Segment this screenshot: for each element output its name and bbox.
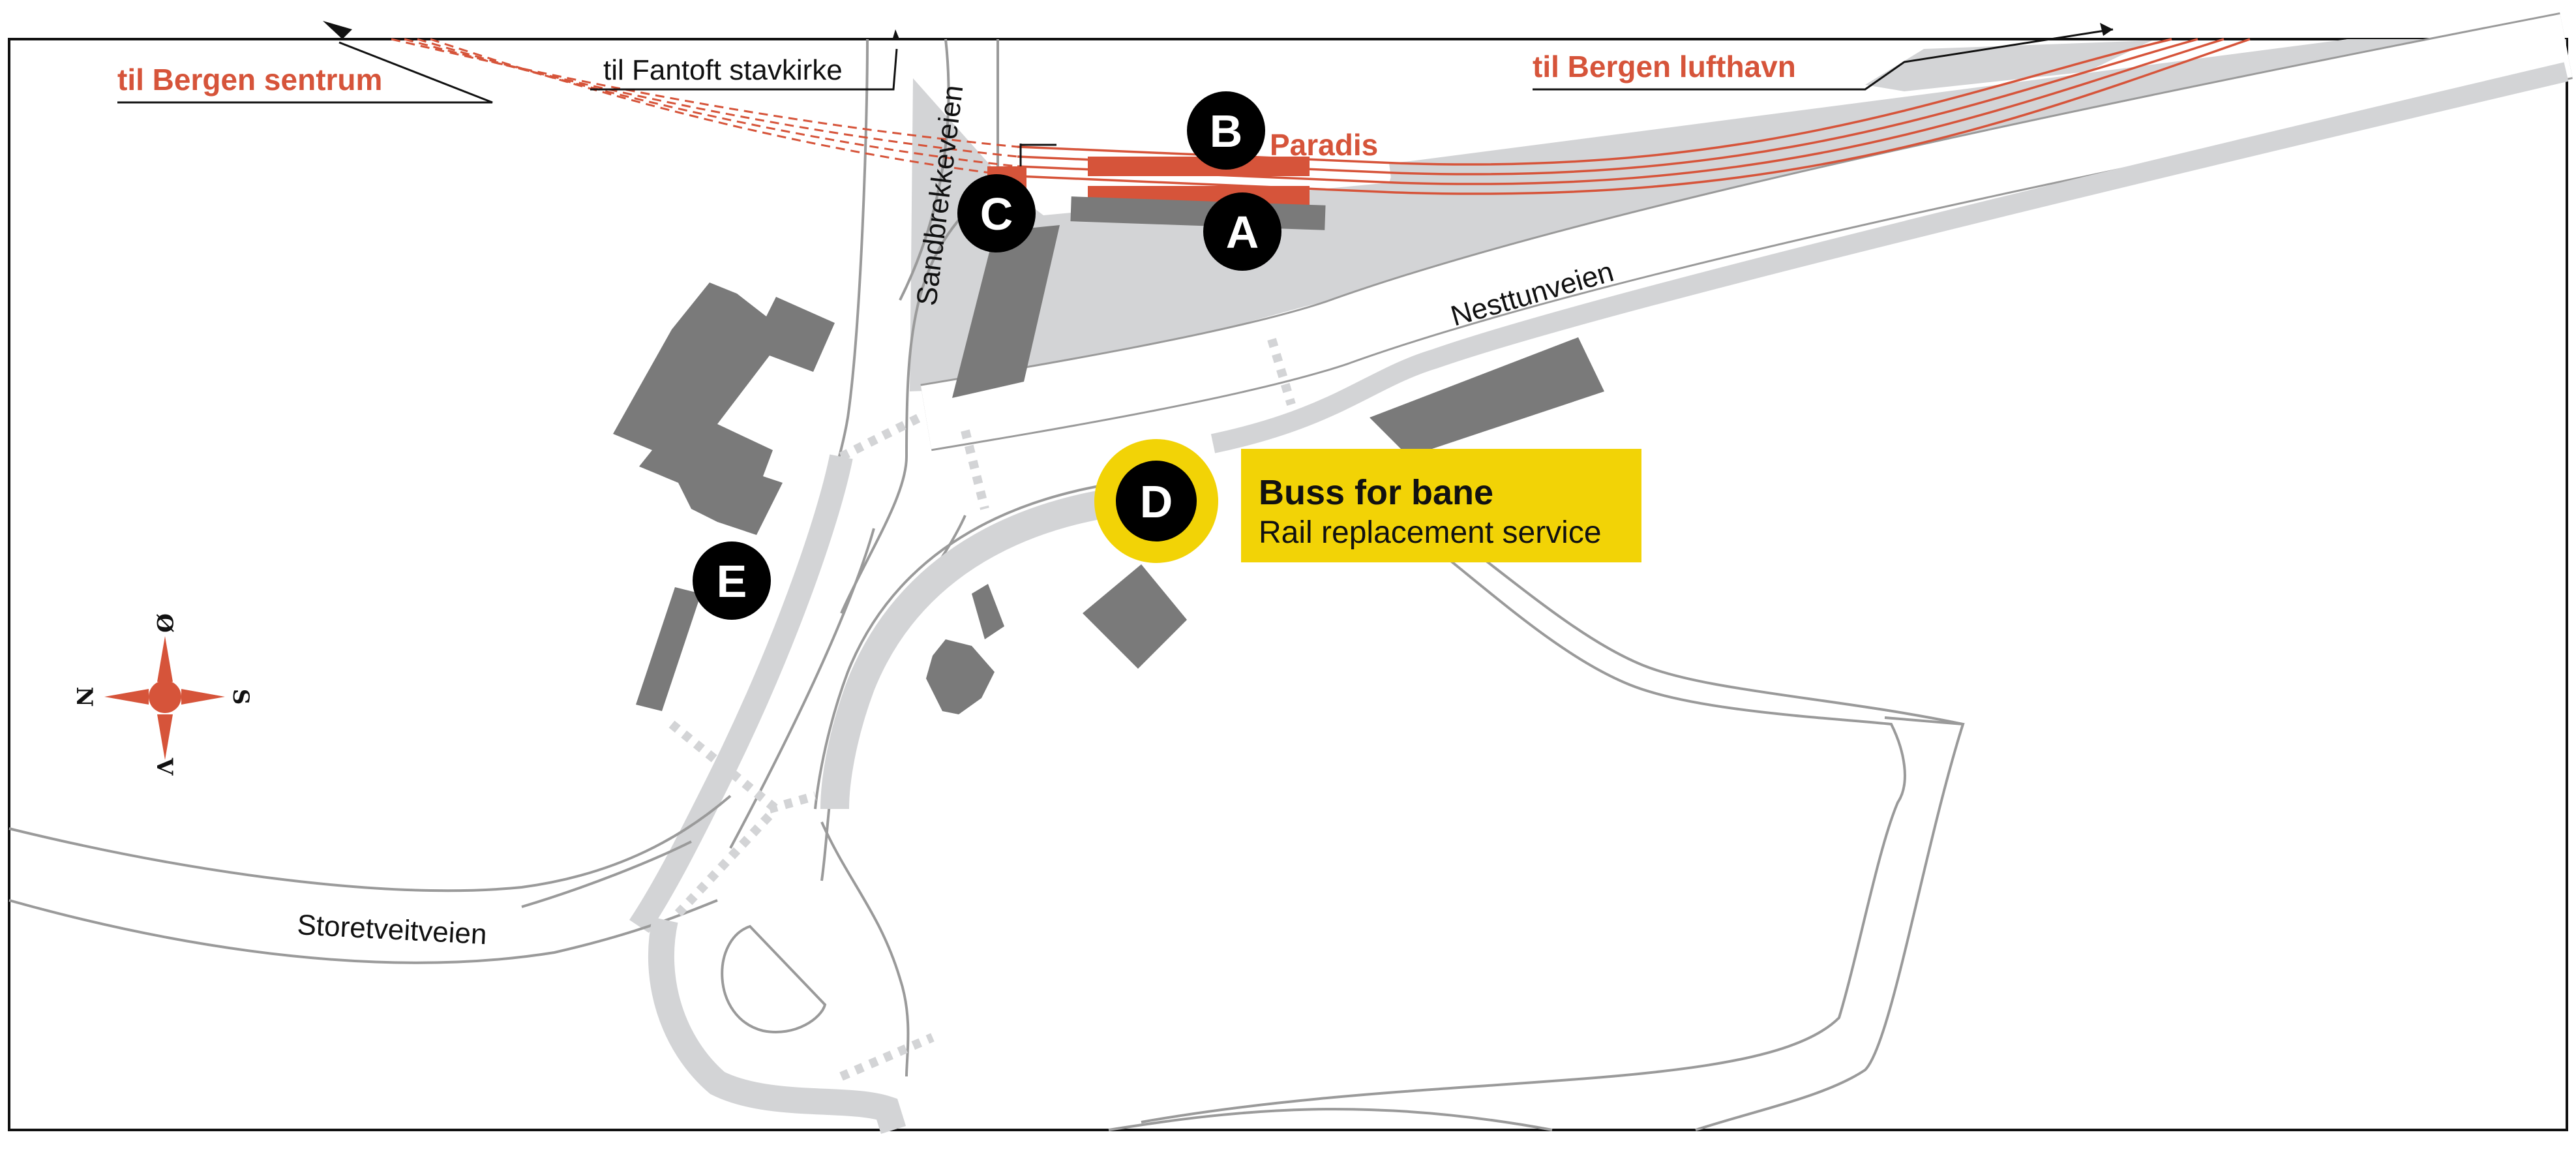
stop-e[interactable]: E	[693, 541, 771, 620]
bottom-road-right	[1695, 716, 1965, 1131]
sandbrekkeveien-road-edge	[840, 39, 999, 614]
rail-lines-dashed	[391, 38, 1018, 177]
building-small-1	[972, 584, 1004, 639]
compass-arrow-left-icon	[104, 689, 149, 705]
roundabout	[721, 924, 827, 1033]
east-road-loop-inner	[1433, 521, 1964, 725]
bus-replacement-subtitle: Rail replacement service	[1259, 515, 1602, 550]
platform-b	[1088, 157, 1310, 176]
stop-b[interactable]: B	[1187, 91, 1265, 170]
stop-a-letter: A	[1226, 207, 1259, 258]
label-pointers	[117, 28, 2114, 104]
lower-road-loop	[648, 917, 906, 1134]
nesttunveien-road-fill	[920, 14, 2573, 449]
stop-d-marker	[1116, 461, 1197, 541]
stop-b-marker	[1187, 91, 1265, 170]
to-church-label: til Fantoft stavkirke	[603, 54, 843, 86]
crosswalks	[668, 337, 1296, 1081]
stop-d-letter: D	[1140, 476, 1173, 527]
city-pointer	[117, 41, 493, 104]
storetveitveien-road-top	[8, 795, 732, 892]
stop-c[interactable]: C	[957, 174, 1036, 252]
bus-loop-road	[820, 481, 1201, 810]
building-west-strip	[636, 587, 701, 711]
station-name-label: Paradis	[1270, 128, 1378, 162]
bus-replacement-background	[1241, 449, 1641, 562]
compass-south-label: S	[228, 689, 254, 705]
lower-road-east	[820, 821, 910, 1077]
bus-replacement-box: Buss for bane Rail replacement service	[1241, 449, 1641, 562]
city-pointer-arrow	[323, 21, 352, 39]
stop-e-letter: E	[717, 556, 747, 607]
compass-west-label: V	[151, 757, 177, 776]
stop-e-marker	[693, 541, 771, 620]
nesttunveien-sidewalk	[1210, 62, 2569, 453]
stop-d[interactable]: D	[1094, 439, 1218, 563]
compass-rose: N S Ø V	[71, 613, 254, 776]
bottom-road	[1108, 1108, 1553, 1131]
building-east	[1370, 337, 1604, 457]
building-small-2	[926, 639, 995, 714]
main-road-west-edge	[629, 454, 853, 933]
compass-arrow-up-icon	[157, 636, 173, 682]
sandbrekkeveien-path	[899, 38, 950, 301]
stop-a[interactable]: A	[1203, 192, 1281, 271]
stop-c-marker	[957, 174, 1036, 252]
main-road-inner-line	[729, 528, 875, 849]
to-city-label: til Bergen sentrum	[117, 63, 382, 97]
bus-replacement-title: Buss for bane	[1259, 473, 1493, 512]
building-square	[1083, 564, 1187, 669]
compass-north-label: N	[71, 686, 97, 707]
airport-light-band	[1865, 40, 2152, 91]
compass-center-icon	[149, 680, 181, 713]
east-road-loop	[1141, 547, 1906, 1123]
church-pointer	[590, 48, 898, 91]
rail-lines-solid	[1017, 38, 2251, 195]
airport-pointer-arrow	[2100, 23, 2113, 36]
building-northwest	[613, 282, 835, 535]
compass-arrow-down-icon	[157, 714, 173, 760]
stop-c-letter: C	[980, 189, 1013, 239]
airport-pointer	[1533, 28, 2114, 91]
bus-loop-road-outline	[814, 475, 1201, 810]
church-pointer-arrow	[892, 29, 900, 40]
compass-east-label: Ø	[151, 613, 177, 633]
storetveitveien-inner	[521, 840, 692, 908]
to-airport-label: til Bergen lufthavn	[1533, 50, 1796, 84]
stop-a-marker	[1203, 192, 1281, 271]
compass-arrow-right-icon	[181, 689, 225, 705]
stop-b-letter: B	[1210, 106, 1243, 157]
building-station-west	[952, 225, 1060, 398]
